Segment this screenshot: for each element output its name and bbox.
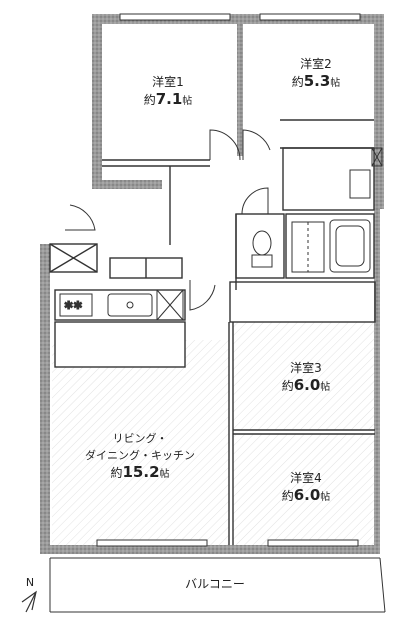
svg-text:✱✱: ✱✱ (64, 299, 82, 312)
floor-hatch-ldk (52, 340, 229, 545)
washbasin (349, 147, 383, 199)
kitchen-sink (107, 293, 153, 317)
door-swings (65, 129, 271, 323)
washing-machine-space (291, 221, 325, 273)
interior-walls (49, 24, 376, 545)
balcony-area (49, 557, 386, 613)
room2-prefix: 約 (291, 75, 304, 89)
room4-prefix: 約 (281, 489, 294, 503)
room1-area: 7.1 (155, 90, 183, 108)
ldk-prefix: 約 (110, 466, 123, 480)
refrigerator-space (156, 289, 184, 321)
ldk-name-line2: ダイニング・キッチン (85, 449, 195, 462)
ldk-area: 15.2 (122, 463, 160, 481)
room1-prefix: 約 (143, 93, 156, 107)
floor-hatch-room3 (233, 322, 375, 430)
toilet (251, 230, 273, 268)
balcony-label: バルコニー (185, 577, 245, 591)
ldk-label: リビング・ ダイニング・キッチン 約15.2帖 (78, 430, 202, 483)
room2-name: 洋室2 (300, 57, 332, 71)
room3-area: 6.0 (293, 376, 321, 394)
room1-label: 洋室1 約7.1帖 (128, 74, 208, 110)
room4-unit: 帖 (320, 492, 331, 503)
room3-prefix: 約 (281, 379, 294, 393)
ldk-unit: 帖 (159, 469, 170, 480)
room2-area: 5.3 (303, 72, 331, 90)
room3-label: 洋室3 約6.0帖 (266, 360, 346, 396)
room1-name: 洋室1 (152, 75, 184, 89)
compass-north-label: N (25, 576, 35, 589)
ldk-name-line1: リビング・ (112, 432, 168, 445)
windows (96, 13, 361, 547)
bathtub (329, 219, 371, 273)
room2-label: 洋室2 約5.3帖 (276, 56, 356, 92)
room1-unit: 帖 (182, 96, 193, 107)
room2-unit: 帖 (330, 78, 341, 89)
room4-name: 洋室4 (290, 471, 322, 485)
room4-area: 6.0 (293, 486, 321, 504)
room3-unit: 帖 (320, 382, 331, 393)
floor-hatch-room4 (233, 434, 375, 545)
room4-label: 洋室4 約6.0帖 (266, 470, 346, 506)
kitchen-stove: ✱✱ (59, 293, 93, 317)
exterior-walls (40, 14, 384, 554)
room3-name: 洋室3 (290, 361, 322, 375)
compass-arrow (21, 590, 37, 613)
